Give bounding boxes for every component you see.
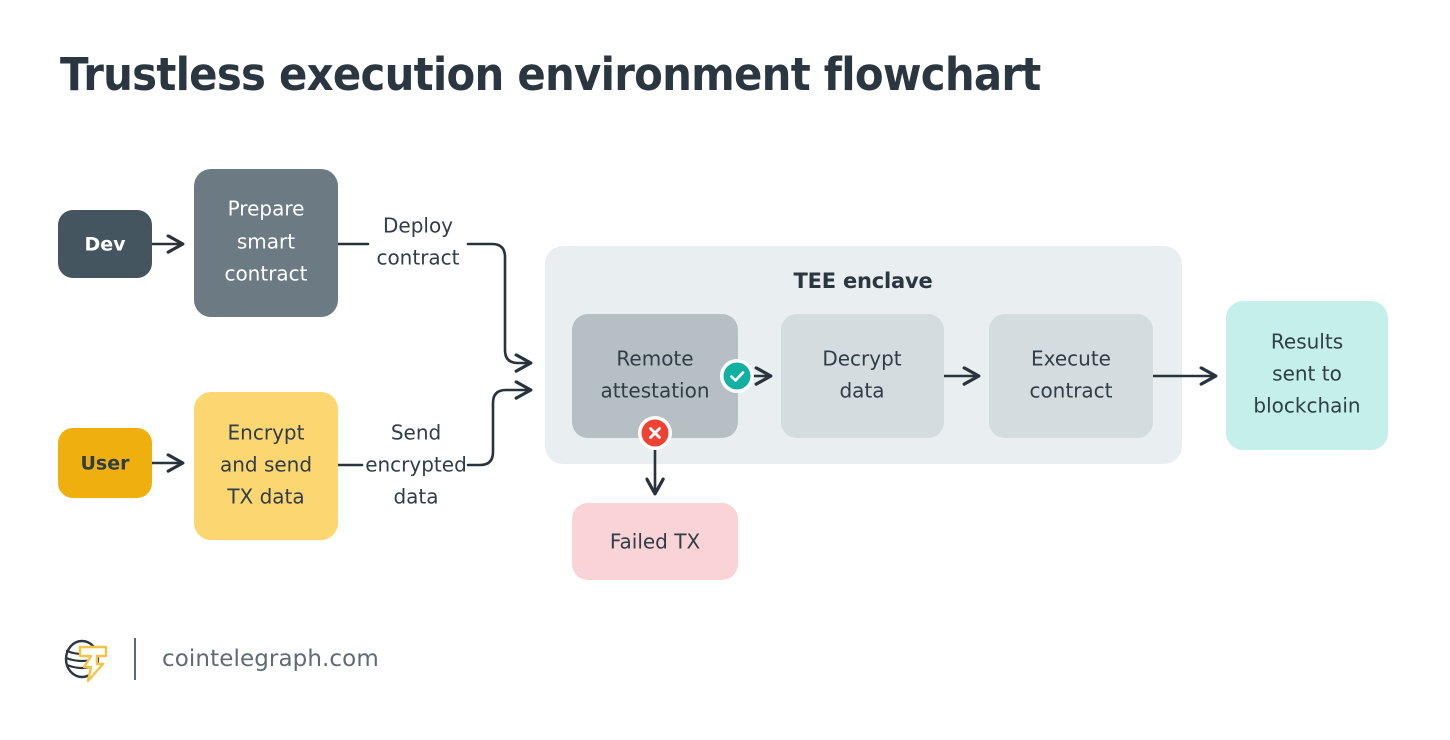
svg-text:and send: and send (220, 453, 312, 477)
svg-text:data: data (839, 379, 884, 403)
connector-prepare-to-enclave (336, 242, 533, 373)
footer-site-label: cointelegraph.com (162, 646, 379, 672)
svg-text:Encrypt: Encrypt (228, 421, 305, 445)
footer-divider (134, 638, 136, 680)
svg-text:Prepare: Prepare (228, 197, 305, 221)
edge-label-send-encrypted-data: Send encrypted data (365, 421, 467, 509)
node-dev-label: Dev (84, 234, 126, 256)
svg-text:attestation: attestation (600, 379, 709, 403)
svg-text:TX data: TX data (226, 485, 304, 509)
svg-text:contract: contract (376, 246, 459, 270)
svg-text:contract: contract (1029, 379, 1112, 403)
failure-cross-icon (638, 416, 672, 450)
svg-text:contract: contract (224, 262, 307, 286)
svg-text:encrypted: encrypted (365, 453, 467, 477)
svg-text:Execute: Execute (1031, 347, 1111, 371)
page-title: Trustless execution environment flowchar… (60, 48, 1041, 101)
success-check-icon (720, 359, 754, 393)
node-execute-contract[interactable]: Execute contract (989, 314, 1153, 438)
node-decrypt-data[interactable]: Decrypt data (781, 314, 944, 438)
tee-enclave-title: TEE enclave (793, 269, 932, 293)
cointelegraph-logo (64, 639, 108, 683)
svg-text:data: data (393, 485, 438, 509)
svg-text:smart: smart (237, 230, 295, 254)
node-dev[interactable]: Dev (58, 210, 152, 278)
svg-text:Decrypt: Decrypt (822, 347, 901, 371)
svg-text:Deploy: Deploy (383, 214, 453, 238)
lightning-bolt-icon (78, 645, 108, 683)
svg-text:sent to: sent to (1272, 362, 1342, 386)
node-encrypt-and-send-tx-data[interactable]: Encrypt and send TX data (194, 392, 338, 540)
svg-text:blockchain: blockchain (1253, 394, 1360, 418)
connector-encrypt-to-enclave (336, 380, 533, 467)
svg-text:Results: Results (1271, 330, 1343, 354)
node-prepare-smart-contract[interactable]: Prepare smart contract (194, 169, 338, 317)
edge-label-deploy-contract: Deploy contract (376, 214, 459, 270)
node-results-sent-to-blockchain[interactable]: Results sent to blockchain (1226, 301, 1388, 450)
node-failed-tx-label: Failed TX (610, 530, 701, 554)
node-user[interactable]: User (58, 428, 152, 498)
node-user-label: User (81, 453, 131, 475)
svg-text:Send: Send (391, 421, 441, 445)
node-remote-attestation[interactable]: Remote attestation (572, 314, 738, 438)
footer: cointelegraph.com (60, 630, 379, 688)
svg-text:Remote: Remote (616, 347, 693, 371)
node-failed-tx[interactable]: Failed TX (572, 503, 738, 580)
